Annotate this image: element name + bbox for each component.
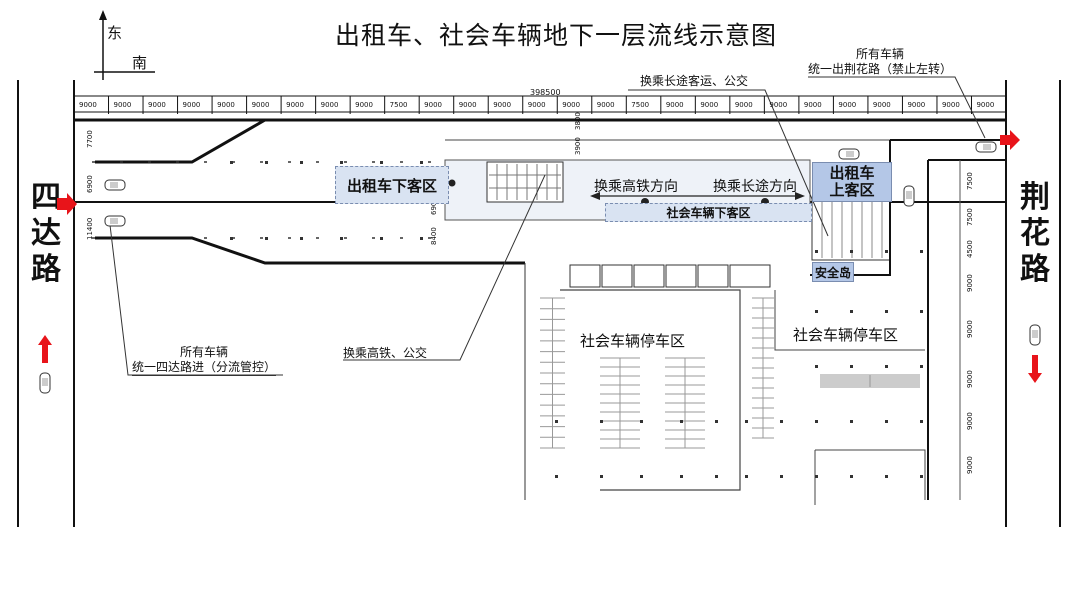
taxi-dropoff-zone: 出租车下客区 [335,166,449,204]
road-east-label: 荆花路 [1017,180,1053,288]
dimension-height: 9000 [966,274,974,292]
dimension-span: 9000 [769,101,788,109]
car-icon [104,212,126,231]
car-icon [975,138,997,157]
dimension-span: 9000 [182,101,201,109]
red-arrow-icon [38,335,52,367]
road-name-char: 花 [1020,216,1050,251]
dimension-span: 9000 [458,101,477,109]
dimension-span: 9000 [113,101,132,109]
dimension-span: 9000 [700,101,719,109]
direction-rail: 换乘高铁方向 [594,179,678,195]
dimension-height: 8400 [430,227,438,245]
dimension-span: 9000 [941,101,960,109]
dimension-span: 9000 [838,101,857,109]
total-dimension: 398500 [530,88,561,97]
dimension-span: 9000 [803,101,822,109]
compass-south: 南 [132,54,148,72]
parking-zone-left: 社会车辆停车区 [580,332,686,350]
dimension-span: 9000 [562,101,581,109]
dimension-span: 9000 [665,101,684,109]
direction-long: 换乘长途方向 [713,179,797,195]
dimension-span: 9000 [872,101,891,109]
dimension-span: 7500 [631,101,650,109]
road-west-label: 四达路 [28,180,64,288]
social-dropoff-zone: 社会车辆下客区 [605,203,812,222]
dimension-span: 9000 [79,101,97,109]
car-icon [838,145,860,164]
dimension-height: 7500 [966,208,974,226]
dimension-height: 9000 [966,412,974,430]
transfer-rail-note: 换乘高铁、公交 [343,346,428,360]
entry-note: 所有车辆 统一四达路进（分流管控） [132,345,277,376]
car-icon [1029,324,1041,350]
dimension-height: 7700 [86,130,94,148]
red-arrow-icon [1028,355,1042,387]
dimension-height: 9000 [966,370,974,388]
dimension-height: 4500 [966,240,974,258]
dimension-height: 7500 [966,172,974,190]
road-name-char: 路 [31,252,61,287]
dimension-height: 3900 [574,137,582,155]
transfer-long-note: 换乘长途客运、公交 [640,74,749,88]
car-icon [903,185,915,211]
exit-note: 所有车辆 统一出荆花路（禁止左转） [808,47,953,76]
dimension-span: 9000 [355,101,373,109]
dimension-span: 9000 [286,101,304,109]
road-name-char: 达 [31,216,61,251]
dimension-height: 9000 [966,320,974,338]
safety-island: 安全岛 [812,262,854,282]
dimension-height: 11400 [86,217,94,240]
page-title: 出租车、社会车辆地下一层流线示意图 [335,21,778,50]
parking-zone-right: 社会车辆停车区 [793,326,899,344]
dimension-height: 6900 [86,175,94,193]
dimension-height: 3800 [574,112,582,130]
car-icon [39,372,51,398]
dimension-span: 9000 [217,101,235,109]
dimension-span: 9000 [527,101,546,109]
dimension-span: 9000 [424,101,442,109]
dimension-span: 9000 [493,101,512,109]
red-arrow-icon [1000,130,1020,154]
road-name-char: 四 [31,180,61,215]
dimension-span: 9000 [148,101,166,109]
dimension-span: 9000 [251,101,270,109]
dimension-span: 7500 [389,101,408,109]
taxi-pickup-zone: 出租车 上客区 [812,162,892,202]
car-icon [104,176,126,195]
red-arrow-icon [57,193,77,219]
road-name-char: 路 [1020,252,1050,287]
road-name-char: 荆 [1020,180,1050,215]
dimension-span: 9000 [976,101,995,109]
dimension-span: 9000 [907,101,926,109]
dimension-span: 9000 [734,101,753,109]
compass-east: 东 [107,24,123,42]
dimension-span: 9000 [320,101,339,109]
dimension-span: 9000 [596,101,615,109]
dimension-height: 9000 [966,456,974,474]
